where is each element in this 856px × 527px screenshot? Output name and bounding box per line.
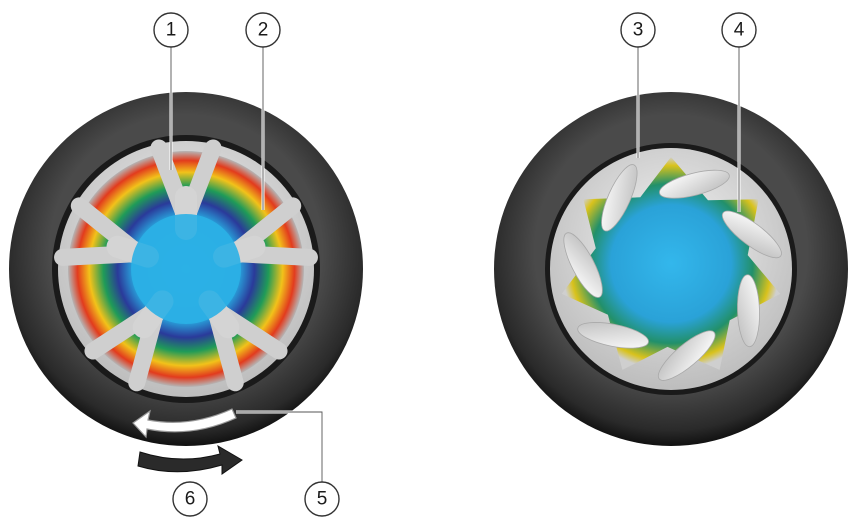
callout-2-label: 2 xyxy=(258,20,269,41)
left-wheel xyxy=(9,92,363,446)
callout-3: 3 xyxy=(621,13,655,47)
callout-3-label: 3 xyxy=(633,20,644,41)
callout-6-label: 6 xyxy=(185,489,196,510)
callout-5: 5 xyxy=(305,482,339,516)
callout-5-label: 5 xyxy=(317,489,328,510)
callout-2: 2 xyxy=(246,13,280,47)
callout-4-label: 4 xyxy=(734,20,745,41)
callout-1-label: 1 xyxy=(166,20,177,41)
callout-6: 6 xyxy=(173,482,207,516)
callout-1: 1 xyxy=(154,13,188,47)
left-hub-flow xyxy=(131,214,241,324)
callout-4: 4 xyxy=(722,13,756,47)
right-wheel xyxy=(494,92,848,446)
black-rotation-arrow xyxy=(138,446,242,474)
